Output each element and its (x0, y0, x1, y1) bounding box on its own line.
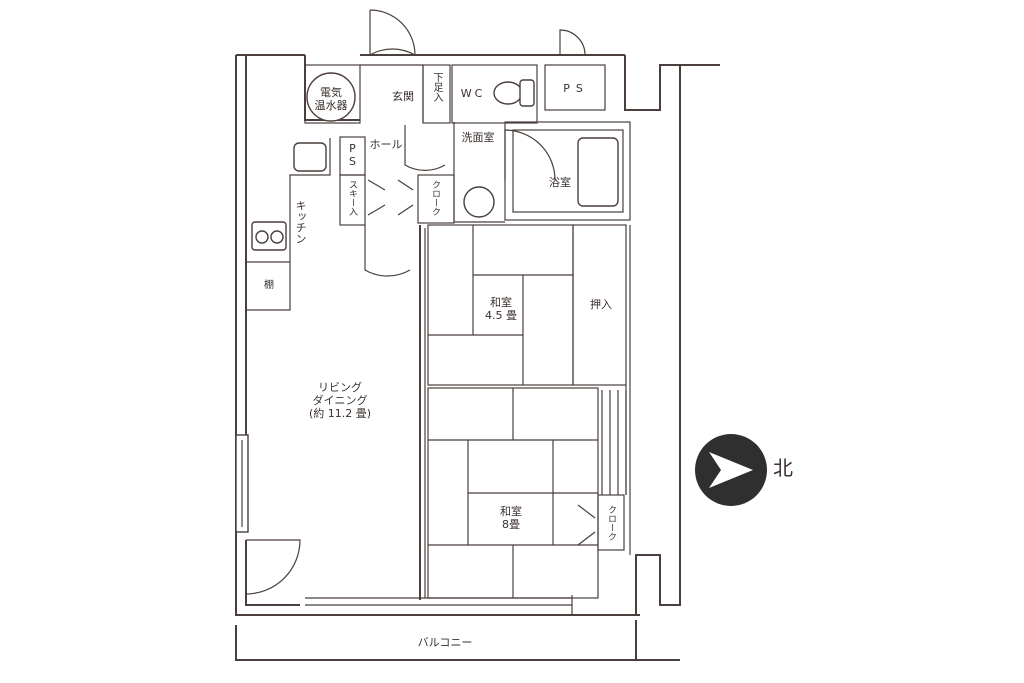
kitchen-fixtures (246, 138, 331, 311)
compass (695, 434, 767, 506)
closet-top-label: クローク (430, 180, 440, 216)
outer-walls (235, 54, 720, 661)
balcony-label: バルコニー (417, 636, 473, 649)
water-heater-label: 電気 温水器 (314, 86, 348, 112)
wc-label: WC (460, 87, 486, 100)
living-window (235, 434, 249, 533)
entrance-label: 玄関 (392, 90, 414, 103)
closet-right-label: クローク (606, 505, 616, 541)
washroom-label: 洗面室 (461, 131, 495, 144)
ps-top-label: PS (563, 82, 589, 95)
washitsu-large-label: 和室 8畳 (500, 505, 522, 531)
hall-label: ホール (369, 138, 403, 151)
shelf-label: 棚 (264, 280, 274, 291)
oshiire-label: 押入 (590, 298, 612, 311)
north-arrow-icon (709, 452, 753, 488)
kitchen-label: キッチン (294, 200, 307, 244)
living-label: リビング ダイニング (約 11.2 畳) (308, 381, 372, 420)
compass-north-label: 北 (773, 456, 793, 480)
japanese-rooms (305, 224, 631, 615)
ski-storage-label: スキー入 (347, 180, 357, 216)
top-rooms (304, 64, 631, 226)
doors (245, 9, 596, 595)
bath-label: 浴室 (549, 176, 571, 189)
washitsu-small-label: 和室 4.5 畳 (485, 296, 517, 322)
shoe-storage-label: 下足入 (431, 72, 442, 102)
ps-small-label: PS (346, 142, 359, 168)
